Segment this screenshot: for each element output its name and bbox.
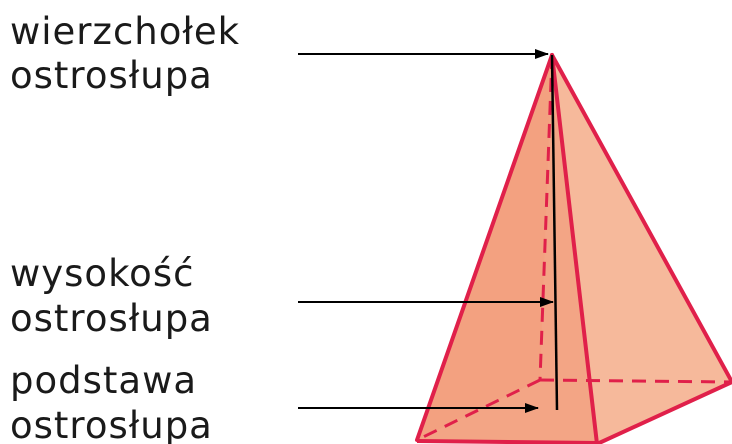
pyramid-face-front [417,55,597,444]
pyramid-face-right [552,55,732,444]
label-apex: wierzchołek ostrosłupa [10,10,240,97]
edge-base-front-right [595,380,732,444]
label-apex-line2: ostrosłupa [10,54,213,97]
label-base-line1: podstawa [10,359,197,402]
pyramid [415,53,732,444]
edge-apex-right [550,53,732,384]
edge-apex-front [550,53,599,444]
edge-base-front-left [416,439,598,444]
label-height-line2: ostrosłupa [10,297,213,340]
label-height: wysokość ostrosłupa [10,252,213,340]
label-base: podstawa ostrosłupa [10,359,213,444]
label-base-line2: ostrosłupa [10,404,213,444]
edge-apex-left [415,53,554,442]
hidden-edge-back-vertical [538,54,554,381]
hidden-edge-base-back [539,378,732,384]
label-height-line1: wysokość [10,252,194,295]
height-line [550,54,559,411]
label-apex-line1: wierzchołek [10,10,240,53]
